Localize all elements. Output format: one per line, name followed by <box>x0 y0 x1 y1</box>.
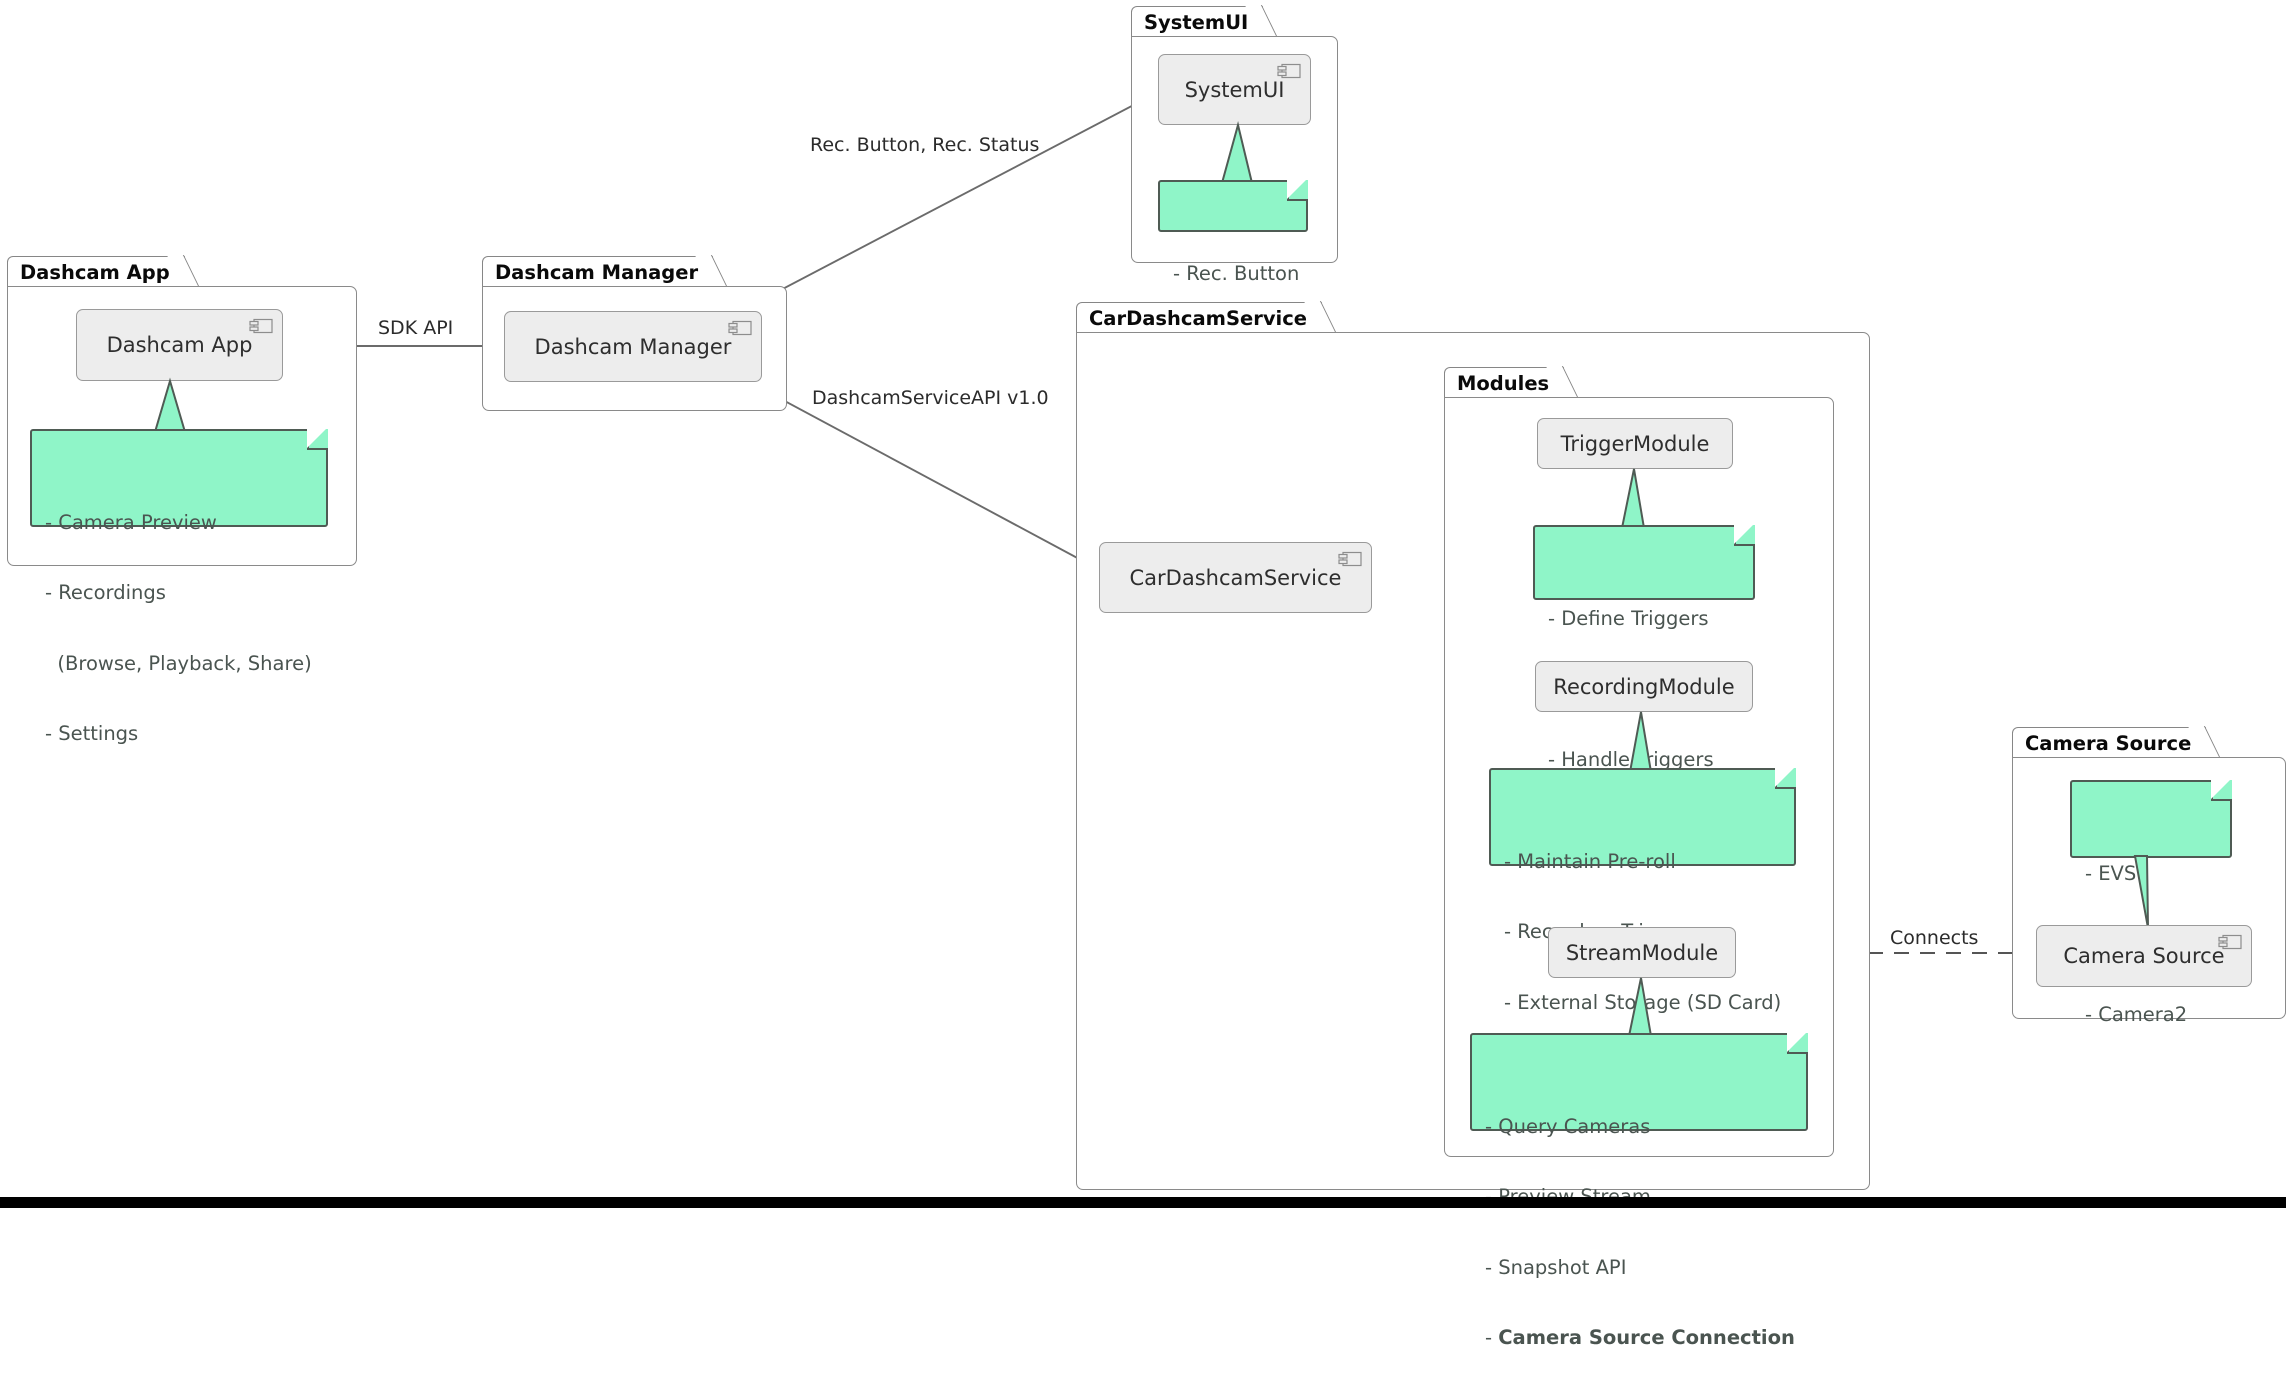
note-line: - Query Cameras <box>1485 1114 1651 1138</box>
edge-label-camera-connects: Connects <box>1890 927 1979 949</box>
uml-component-icon <box>1277 63 1301 79</box>
component-recordingmodule[interactable]: RecordingModule <box>1535 661 1753 712</box>
component-systemui[interactable]: SystemUI <box>1158 54 1311 125</box>
edge-label-rec-button: Rec. Button, Rec. Status <box>810 134 1040 156</box>
component-streammodule[interactable]: StreamModule <box>1548 927 1736 978</box>
note-line-bold-text: - <box>1485 1326 1499 1349</box>
note-line: - Camera2 <box>2085 1002 2188 1026</box>
note-streammodule: - Query Cameras - Preview Stream - Snaps… <box>1470 1031 1808 1349</box>
note-line: - Rec. Button <box>1173 261 1300 285</box>
package-label-modules: Modules <box>1444 367 1565 397</box>
note-camera-source: - EVS - Perception - Camera2 <box>2070 778 2232 1026</box>
note-line: - Snapshot API <box>1485 1255 1627 1279</box>
component-label-streammodule: StreamModule <box>1565 940 1719 965</box>
note-line: - Camera Preview <box>45 510 217 534</box>
note-dashcam-app: - Camera Preview - Recordings (Browse, P… <box>30 427 328 745</box>
note-line: - External Storage (SD Card) <box>1504 990 1782 1014</box>
note-fold-icon <box>1775 766 1796 789</box>
diagram-canvas: Dashcam App Dashcam App - Camera Preview… <box>0 0 2286 1208</box>
component-label-triggermodule: TriggerModule <box>1560 431 1710 456</box>
component-triggermodule[interactable]: TriggerModule <box>1537 418 1733 469</box>
note-systemui: - Rec. Button - Rec. Status <box>1158 178 1308 355</box>
component-label-dashcam-app: Dashcam App <box>106 333 253 357</box>
package-label-dashcam-app: Dashcam App <box>7 256 185 286</box>
uml-component-icon <box>1338 551 1362 567</box>
uml-component-icon <box>728 320 752 336</box>
uml-component-icon <box>249 318 273 334</box>
package-label-dashcam-manager: Dashcam Manager <box>482 256 714 286</box>
component-camera-source[interactable]: Camera Source <box>2036 925 2252 987</box>
component-label-dashcam-manager: Dashcam Manager <box>534 334 732 359</box>
note-line-bold: - Camera Source Connection <box>1485 1326 1795 1350</box>
connector-rec-button <box>732 97 1148 316</box>
component-label-recordingmodule: RecordingModule <box>1553 674 1735 699</box>
note-fold-icon <box>307 427 328 450</box>
edge-label-service-api: DashcamServiceAPI v1.0 <box>812 387 1049 409</box>
note-line: - Define Triggers <box>1548 606 1709 630</box>
note-line: - Maintain Pre-roll <box>1504 849 1676 873</box>
package-label-camera-source: Camera Source <box>2012 727 2207 757</box>
note-line: (Browse, Playback, Share) <box>45 651 312 675</box>
note-line: - Recordings <box>45 581 166 604</box>
note-line: - Settings <box>45 722 139 745</box>
note-line: - Handle Triggers <box>1548 747 1714 771</box>
component-label-camera-source: Camera Source <box>2063 944 2225 968</box>
note-triggermodule: - Define Triggers - Listen to Triggers -… <box>1533 523 1755 771</box>
note-line-bold-emphasis: Camera Source Connection <box>1498 1326 1795 1349</box>
uml-component-icon <box>2218 934 2242 950</box>
package-label-systemui: SystemUI <box>1131 6 1264 36</box>
note-fold-icon <box>1787 1031 1808 1054</box>
component-dashcam-manager[interactable]: Dashcam Manager <box>504 311 762 382</box>
package-label-cardashcamservice: CarDashcamService <box>1076 302 1323 332</box>
note-line: - EVS <box>2085 861 2137 885</box>
component-label-systemui: SystemUI <box>1184 77 1285 102</box>
bottom-bar <box>0 1197 2286 1208</box>
component-cardashcamservice[interactable]: CarDashcamService <box>1099 542 1372 613</box>
note-fold-icon <box>1287 178 1308 201</box>
component-dashcam-app[interactable]: Dashcam App <box>76 309 283 381</box>
note-fold-icon <box>1734 523 1755 546</box>
note-fold-icon <box>2211 778 2232 801</box>
edge-label-sdk-api: SDK API <box>378 317 454 339</box>
component-label-cardashcamservice: CarDashcamService <box>1129 565 1342 590</box>
note-recordingmodule: - Maintain Pre-roll - Record on Trigger … <box>1489 766 1796 1084</box>
